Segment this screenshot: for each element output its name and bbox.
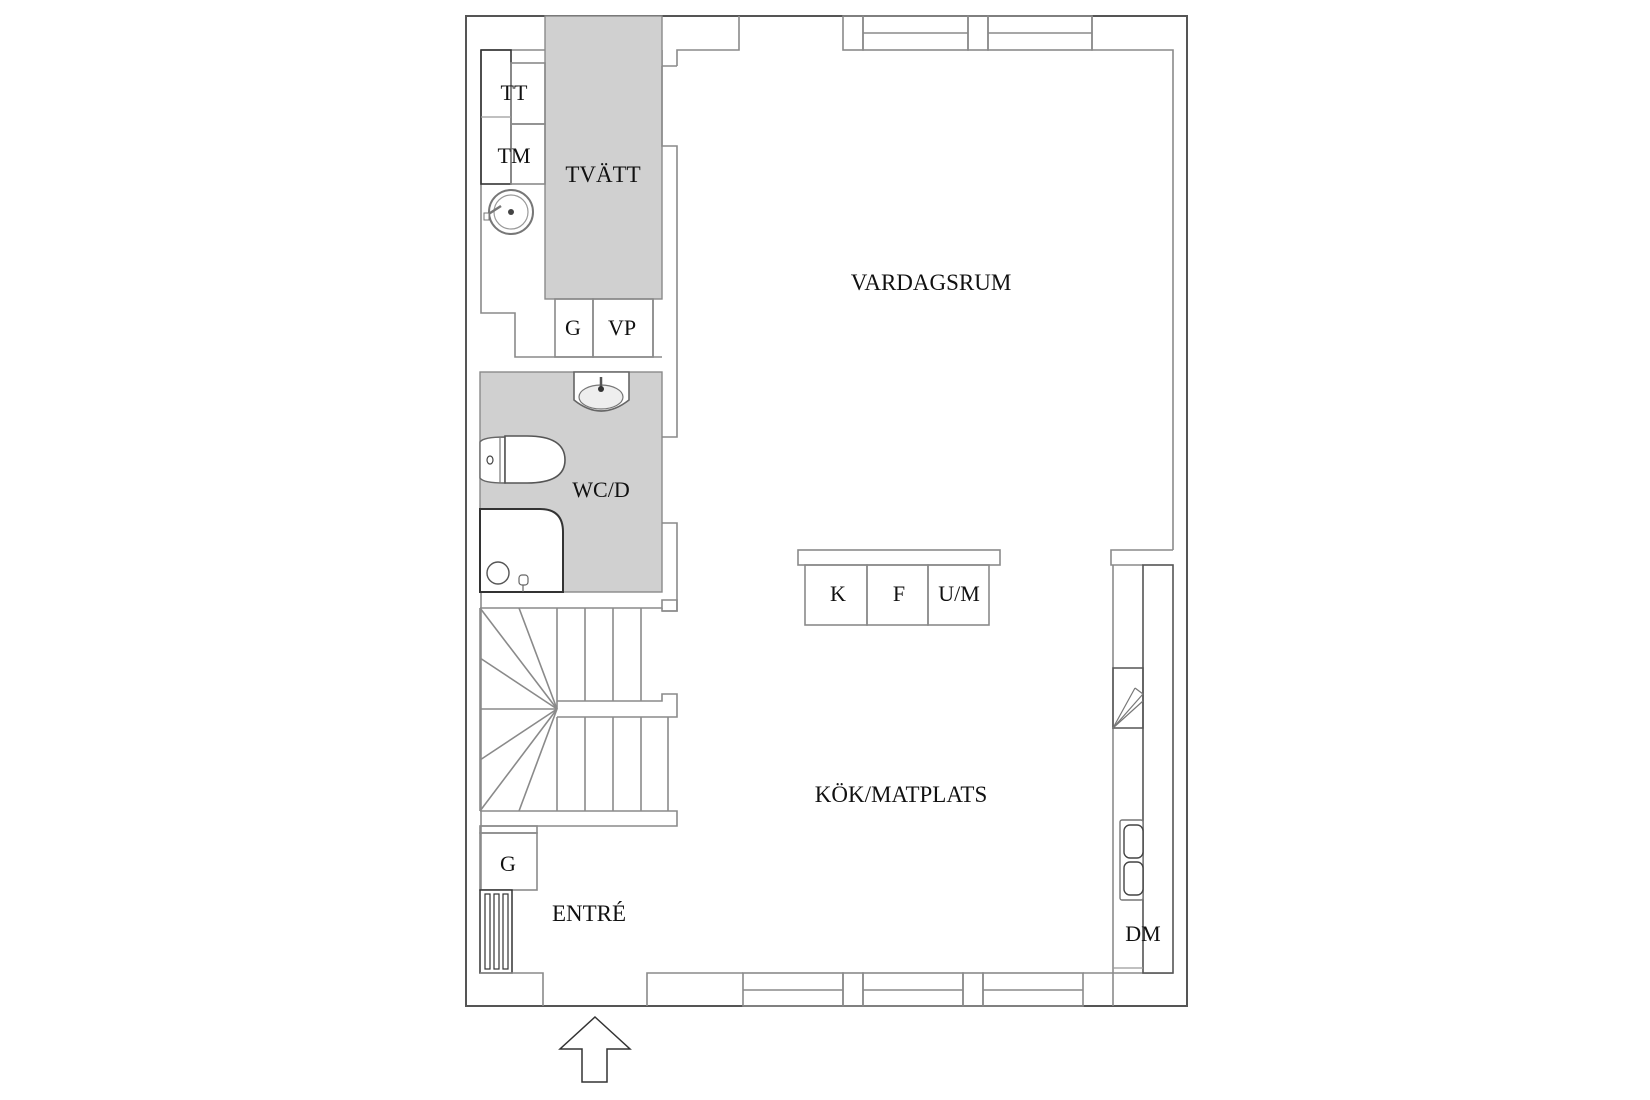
- kitchen-sink-icon: [1119, 819, 1144, 901]
- label-island-k: K: [830, 581, 846, 606]
- label-g-entry: G: [500, 851, 516, 876]
- label-entre: ENTRÉ: [552, 901, 626, 926]
- laundry-appliances: [480, 49, 546, 185]
- staircase: [479, 599, 678, 827]
- laundry-room: [544, 15, 663, 300]
- label-tt: TT: [501, 80, 528, 105]
- label-dm: DM: [1125, 921, 1160, 946]
- label-tvatt: TVÄTT: [565, 162, 640, 187]
- kitchen-counter: [1110, 549, 1174, 974]
- label-vp: VP: [608, 315, 636, 340]
- partition-wall: [661, 66, 678, 612]
- laundry-cabinets: [554, 298, 654, 358]
- toilet-icon: [479, 435, 566, 484]
- shower-icon: [479, 508, 564, 593]
- label-g-laundry: G: [565, 315, 581, 340]
- radiator-icon: [479, 889, 513, 974]
- bottom-windows: [742, 972, 1173, 1007]
- stove-icon: [1112, 667, 1144, 729]
- label-kok-matplats: KÖK/MATPLATS: [815, 782, 988, 807]
- label-island-um: U/M: [938, 581, 980, 606]
- top-windows: [842, 15, 1174, 550]
- laundry-sink-icon: [483, 189, 534, 235]
- label-tm: TM: [498, 143, 531, 168]
- kitchen-island: [797, 549, 1001, 626]
- bottom-wall: [480, 972, 743, 1006]
- entrance-arrow-icon: [558, 1015, 632, 1083]
- label-island-f: F: [893, 581, 905, 606]
- label-wcd: WC/D: [572, 477, 629, 502]
- bathroom-sink-icon: [573, 371, 630, 412]
- label-vardagsrum: VARDAGSRUM: [851, 270, 1012, 295]
